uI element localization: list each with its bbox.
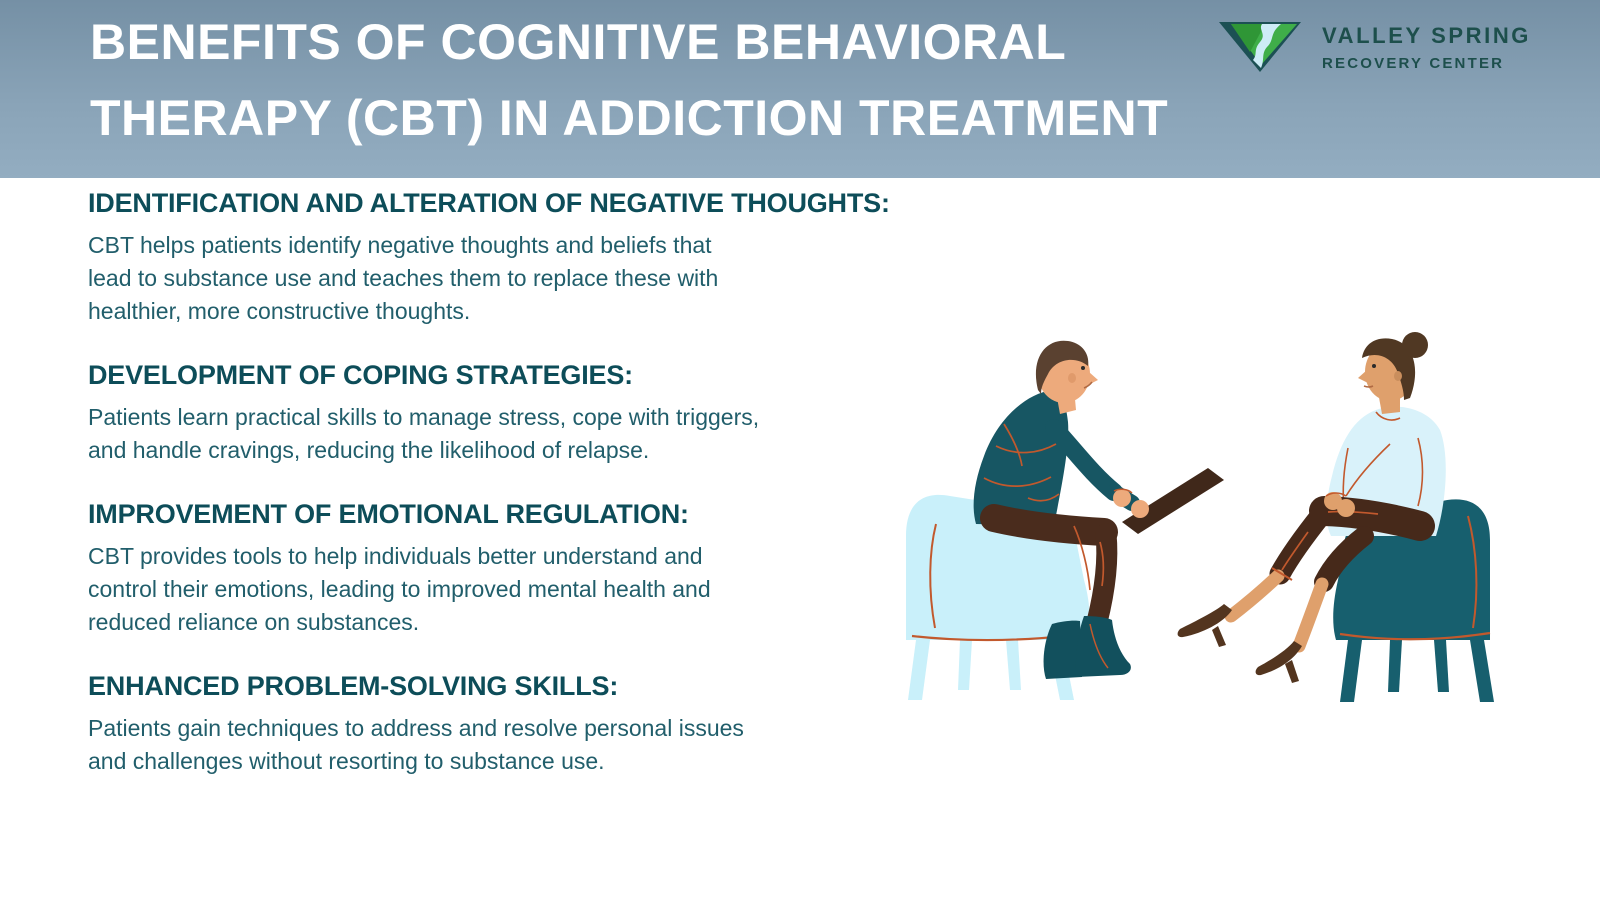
- client-figure: [1177, 332, 1446, 683]
- valley-spring-triangle-river-icon: [1219, 22, 1301, 72]
- header-banner: BENEFITS OF COGNITIVE BEHAVIORAL THERAPY…: [0, 0, 1600, 178]
- section-body-line: lead to substance use and teaches them t…: [88, 265, 719, 291]
- section-negative-thoughts: IDENTIFICATION AND ALTERATION OF NEGATIV…: [88, 188, 890, 328]
- logo-name: VALLEY SPRING: [1322, 22, 1532, 48]
- section-emotional-regulation: IMPROVEMENT OF EMOTIONAL REGULATION: CBT…: [88, 499, 878, 639]
- section-body-line: CBT helps patients identify negative tho…: [88, 232, 712, 258]
- logo-subtitle: RECOVERY CENTER: [1322, 54, 1505, 72]
- benefits-list: IDENTIFICATION AND ALTERATION OF NEGATIV…: [88, 188, 890, 810]
- valley-spring-logo: VALLEY SPRING RECOVERY CENTER: [1218, 18, 1531, 76]
- section-body-line: CBT provides tools to help individuals b…: [88, 543, 703, 569]
- section-body-line: reduced reliance on substances.: [88, 609, 420, 635]
- title-line-1: BENEFITS OF COGNITIVE BEHAVIORAL: [90, 14, 1067, 70]
- section-body-line: Patients gain techniques to address and …: [88, 715, 744, 741]
- section-body-line: healthier, more constructive thoughts.: [88, 298, 471, 324]
- section-problem-solving: ENHANCED PROBLEM-SOLVING SKILLS: Patient…: [88, 671, 878, 778]
- page-title: BENEFITS OF COGNITIVE BEHAVIORAL THERAPY…: [90, 4, 1168, 156]
- section-body-line: control their emotions, leading to impro…: [88, 576, 711, 602]
- section-heading: ENHANCED PROBLEM-SOLVING SKILLS:: [88, 671, 619, 701]
- section-coping-strategies: DEVELOPMENT OF COPING STRATEGIES: Patien…: [88, 360, 878, 467]
- section-body-line: Patients learn practical skills to manag…: [88, 404, 760, 430]
- section-heading: IDENTIFICATION AND ALTERATION OF NEGATIV…: [88, 188, 890, 218]
- logo-text: VALLEY SPRING RECOVERY CENTER: [1322, 23, 1531, 72]
- section-body-line: and handle cravings, reducing the likeli…: [88, 437, 650, 463]
- therapist-figure: [973, 340, 1224, 679]
- section-body-line: and challenges without resorting to subs…: [88, 748, 605, 774]
- therapy-session-illustration: [906, 332, 1494, 702]
- section-heading: DEVELOPMENT OF COPING STRATEGIES:: [88, 360, 633, 390]
- section-heading: IMPROVEMENT OF EMOTIONAL REGULATION:: [88, 499, 689, 529]
- title-line-2: THERAPY (CBT) IN ADDICTION TREATMENT: [90, 90, 1169, 146]
